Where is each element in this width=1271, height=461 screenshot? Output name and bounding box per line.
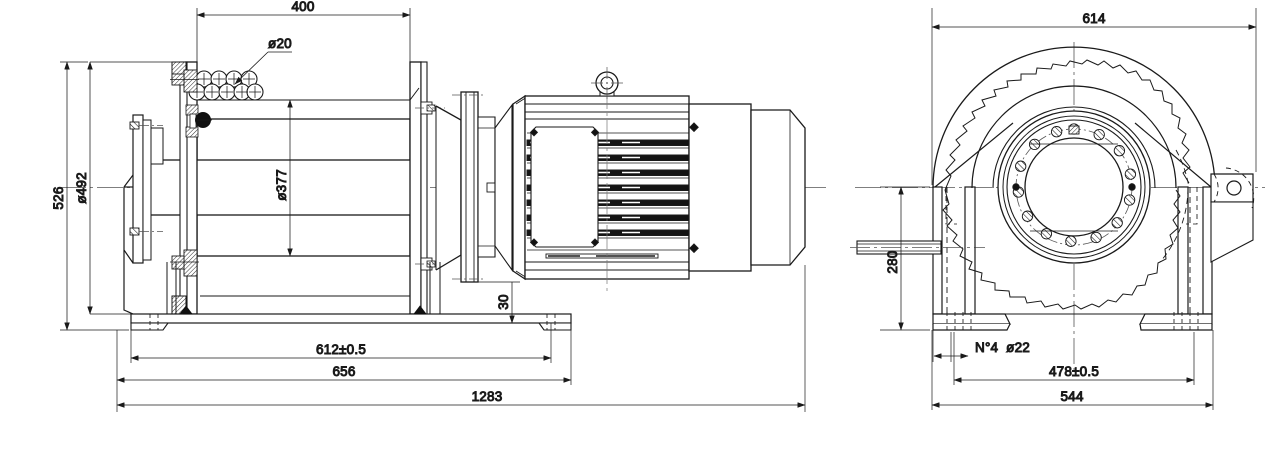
- dimension-mounting-holes: N°4 ø22: [932, 330, 1030, 362]
- mounting-hole-hidden: [546, 314, 556, 330]
- dimension-overall-length: 1283: [116, 265, 806, 412]
- terminal-box-screw: [689, 122, 699, 254]
- base-frame: [130, 262, 572, 331]
- dim-label-rope-dia: ø20: [268, 36, 292, 51]
- drum-end-face: [997, 110, 1151, 264]
- bearing-housing-left: [123, 114, 164, 315]
- dimension-mounting-hole-centres-transverse: 478±0.5: [953, 332, 1195, 385]
- mounting-hole-hidden: [149, 314, 159, 330]
- dimension-foot-thickness: 30: [478, 281, 520, 324]
- end-elevation-view: 614 280 N°4 ø22 478±0.5 544: [850, 8, 1265, 410]
- drum-outer-profile: [932, 46, 1216, 310]
- wire-rope-coils: [188, 70, 420, 101]
- electric-motor: [512, 67, 806, 292]
- dim-label-400: 400: [291, 0, 314, 14]
- dim-label-526: 526: [51, 186, 66, 209]
- motor-terminal-box: [529, 126, 600, 248]
- terminal-box-bolt: [529, 128, 600, 247]
- dimension-drum-core-diameter: ø377: [274, 99, 293, 257]
- mounting-hole-hidden: [946, 312, 972, 332]
- mounting-hole-hidden: [1173, 312, 1199, 332]
- anchor-lug: [1210, 167, 1255, 263]
- dimension-mounting-hole-centres: 612±0.5: [130, 323, 552, 363]
- dimension-base-length: 656: [116, 330, 572, 385]
- drum-bolt: [1012, 123, 1137, 247]
- dimension-overall-width: 614: [931, 8, 1257, 185]
- cable-drum: [149, 61, 428, 315]
- dim-label-280: 280: [885, 250, 900, 273]
- dimension-base-width: 544: [931, 330, 1214, 410]
- dim-label-544: 544: [1060, 389, 1083, 404]
- planetary-gearbox: [435, 91, 513, 283]
- dim-label-478: 478±0.5: [1049, 364, 1099, 379]
- dim-label-612: 612±0.5: [316, 342, 366, 357]
- dim-label-n4-d22: N°4 ø22: [975, 340, 1030, 355]
- dim-label-656: 656: [332, 364, 355, 379]
- dimension-overall-height: 526: [51, 61, 129, 331]
- mounting-feet: [932, 312, 1213, 332]
- dimension-drum-barrel-length: 400: [196, 0, 411, 66]
- dim-label-30: 30: [496, 294, 511, 309]
- drum-flange-fitting-right: [415, 101, 445, 271]
- rope-break-line: [942, 59, 1191, 310]
- rope-anchor-fitting: [170, 69, 212, 277]
- dim-label-492: ø492: [74, 172, 89, 204]
- lifting-eye: [591, 67, 623, 99]
- dim-label-614: 614: [1082, 11, 1105, 26]
- dimension-shaft-centre-height: 280: [880, 186, 930, 331]
- side-elevation-view: 400 ø20 ø377 ø492 526: [51, 0, 830, 412]
- dimension-rope-diameter: ø20: [234, 36, 292, 85]
- keyway: [1068, 125, 1080, 135]
- dimension-flange-diameter: ø492: [74, 61, 183, 315]
- dim-label-1283: 1283: [472, 389, 503, 404]
- dim-label-377: ø377: [274, 169, 289, 201]
